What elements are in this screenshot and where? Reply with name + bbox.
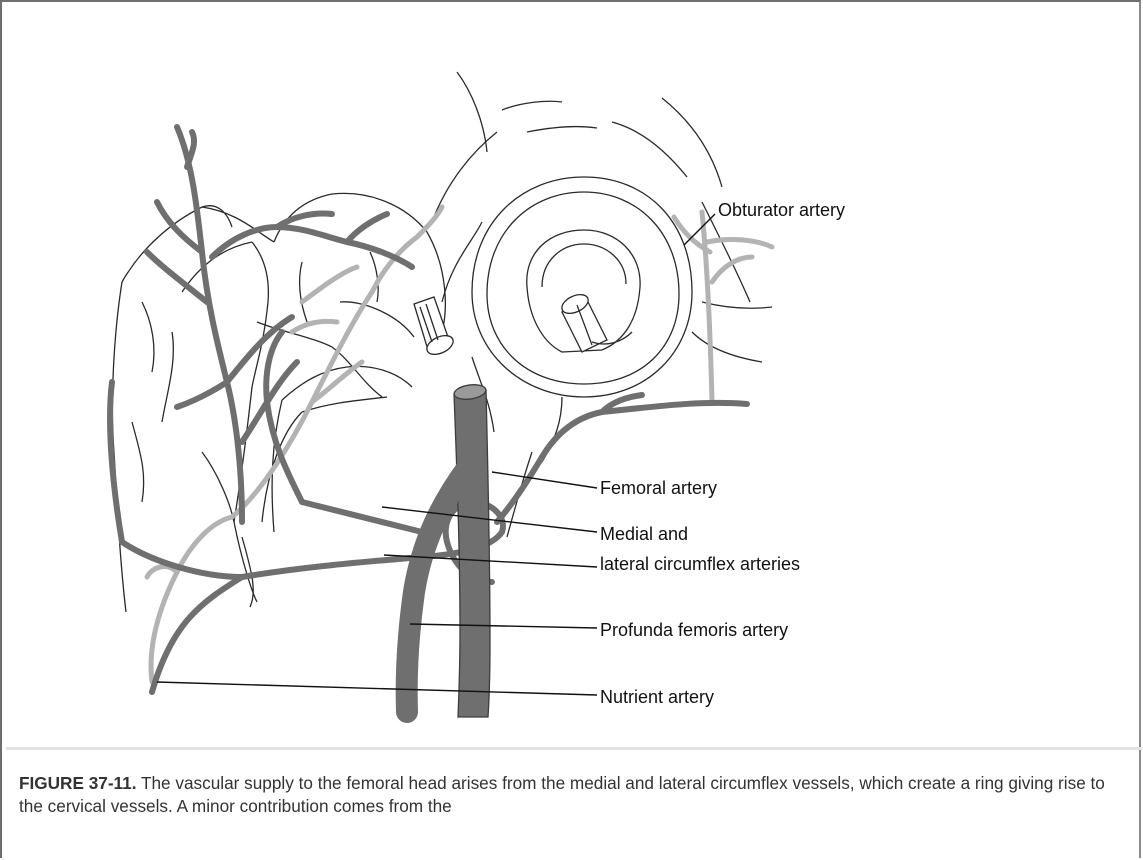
label-nutrient-artery: Nutrient artery [600,687,714,707]
diagram-labels: Obturator artery Femoral artery Medial a… [600,200,845,707]
label-obturator-artery: Obturator artery [718,200,845,220]
figure-number: FIGURE 37-11. [19,773,137,793]
vascular-supply-illustration: Obturator artery Femoral artery Medial a… [2,2,1143,747]
ligamentum-stump-acetabulum [559,291,632,352]
label-femoral-artery: Femoral artery [600,478,717,498]
ligamentum-stump-femur [414,297,456,358]
leader-line-profunda [410,624,597,628]
caption-divider [6,747,1142,750]
label-medial-and: Medial and [600,524,688,544]
leader-line-nutrient [157,682,597,695]
figure-caption: FIGURE 37-11. The vascular supply to the… [19,772,1119,818]
vessels-dark [110,127,747,692]
caption-text: The vascular supply to the femoral head … [19,773,1105,816]
label-profunda-femoris-artery: Profunda femoris artery [600,620,788,640]
leader-line-femoral [492,472,597,488]
label-lateral-circumflex-arteries: lateral circumflex arteries [600,554,800,574]
femoral-artery-trunk [453,383,490,717]
